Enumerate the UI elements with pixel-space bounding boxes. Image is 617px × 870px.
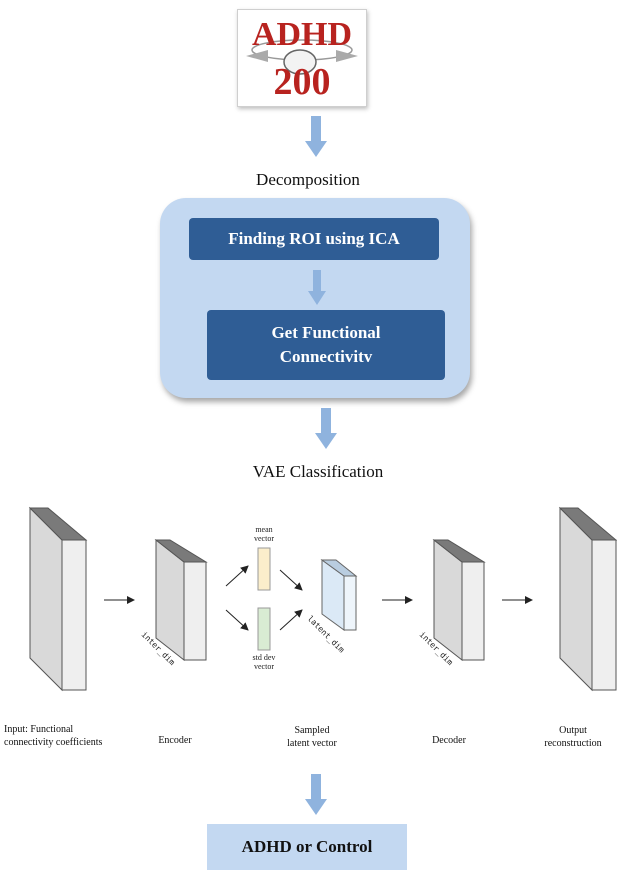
mean-vector-label: mean vector	[244, 525, 284, 543]
arrow-to-mean	[225, 565, 249, 587]
down-arrow-icon	[315, 408, 337, 449]
fc-box: Get Functional Connectivitv	[207, 310, 445, 380]
logo-graphic	[246, 39, 358, 75]
std-vector-label: std dev vector	[240, 653, 288, 671]
arrow-to-std	[225, 609, 249, 631]
decoder-caption: Decoder	[432, 735, 466, 746]
down-arrow-icon	[305, 116, 327, 157]
std-vector-bar	[257, 607, 271, 651]
adhd200-logo: ADHD 200	[237, 9, 367, 107]
input-caption-line1: Input: Functional	[4, 724, 74, 735]
down-arrow-icon	[305, 774, 327, 815]
sampled-caption-line1: Sampled	[294, 725, 330, 736]
output-layer-block	[558, 506, 617, 692]
decomposition-label: Decomposition	[256, 170, 360, 189]
result-box: ADHD or Control	[207, 824, 407, 870]
fc-box-line1: Get Functional	[271, 323, 381, 342]
input-caption-line2: connectivity coefficients	[4, 736, 103, 748]
sampled-caption: Sampled latent vector	[262, 725, 362, 750]
roi-box: Finding ROI using ICA	[189, 218, 439, 260]
fc-box-line2: Connectivitv	[279, 347, 373, 367]
mean-label-line2: vector	[254, 534, 274, 544]
input-caption: Input: Functional connectivity coefficie…	[4, 724, 130, 749]
encoder-caption: Encoder	[158, 735, 192, 746]
arrow-mean-to-latent	[279, 569, 303, 591]
down-arrow-icon	[308, 270, 326, 305]
mean-label-line1: mean	[255, 525, 273, 534]
std-label-line2: vector	[254, 662, 274, 672]
arrow-std-to-latent	[279, 609, 303, 631]
logo-top-text: ADHD	[251, 16, 353, 53]
output-caption: Output reconstruction	[530, 725, 616, 750]
input-layer-block	[28, 506, 88, 692]
decoder-block	[432, 538, 486, 662]
sampled-caption-line2: latent vector	[287, 737, 337, 749]
logo-bottom-text: 200	[273, 61, 331, 103]
output-caption-line2: reconstruction	[544, 737, 602, 749]
std-label-line1: std dev	[252, 653, 276, 662]
vae-diagram	[28, 506, 617, 692]
decomposition-panel: Finding ROI using ICA Get Functional Con…	[160, 198, 470, 398]
vae-label: VAE Classification	[252, 462, 384, 481]
latent-vector-block	[320, 559, 358, 631]
output-caption-line1: Output	[559, 725, 587, 736]
mean-vector-bar	[257, 547, 271, 591]
encoder-block	[154, 538, 208, 662]
